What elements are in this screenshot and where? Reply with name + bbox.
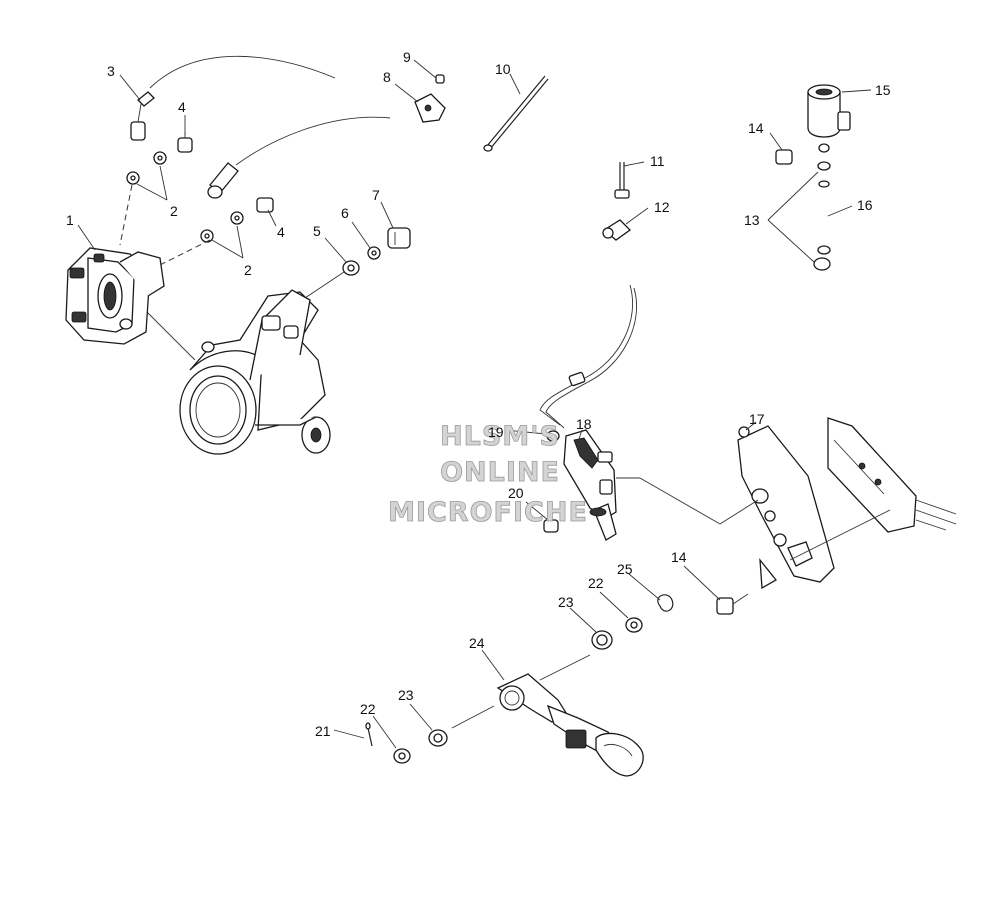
callout-4-lower: 4 (277, 224, 285, 240)
callout-3: 3 (107, 63, 115, 79)
callout-10: 10 (495, 61, 511, 77)
pedal-axis-line (451, 654, 591, 729)
part-16-reservoir-hose (817, 161, 831, 255)
master-cylinder-leader (616, 477, 759, 525)
part-25-clip (657, 594, 674, 612)
callout-18: 18 (576, 416, 592, 432)
callout-8: 8 (383, 69, 391, 85)
part-2-washers-upper (126, 151, 167, 185)
callout-6: 6 (341, 205, 349, 221)
watermark-line-2: ONLINE (440, 457, 560, 488)
part-5-washer (342, 260, 360, 276)
watermark: HLSM'S ONLINE MICROFICHE (388, 421, 588, 529)
callout-12: 12 (654, 199, 670, 215)
callout-25: 25 (617, 561, 633, 577)
callout-22-lower: 22 (360, 701, 376, 717)
part-11-bolt (614, 162, 630, 199)
watermark-line-3: MICROFICHE (388, 497, 588, 528)
part-7-bolt (387, 227, 411, 249)
watermark-line-1: HLSM'S (440, 421, 560, 452)
callout-4-upper: 4 (178, 99, 186, 115)
callout-19: 19 (488, 424, 504, 440)
callout-11: 11 (650, 153, 665, 169)
callout-2-lower: 2 (244, 262, 252, 278)
part-22-washer-lower (393, 748, 411, 764)
brake-hose-upper (149, 55, 391, 166)
part-24-brake-pedal (496, 673, 644, 777)
callout-14-lower: 14 (671, 549, 687, 565)
callout-5: 5 (313, 223, 321, 239)
callout-24: 24 (469, 635, 485, 651)
callout-17: 17 (749, 411, 765, 427)
callout-23-lower: 23 (398, 687, 414, 703)
part-8-hose-bracket (414, 93, 446, 123)
callout-20: 20 (508, 485, 524, 501)
part-12-banjo-fitting (602, 219, 632, 241)
callout-14-upper: 14 (748, 120, 764, 136)
part-21-cotter-pin (365, 722, 373, 747)
part-14-screw-lower (716, 593, 749, 615)
part-17-mounting-plate (737, 425, 835, 590)
part-10-long-bolt (483, 75, 549, 152)
part-22-washer-upper (625, 617, 643, 633)
hose-end-fitting (207, 162, 239, 199)
callout-13: 13 (744, 212, 760, 228)
part-19-fitting (546, 430, 560, 442)
callout-23-upper: 23 (558, 594, 574, 610)
part-4-bleeder-lower (256, 197, 274, 213)
part-23-bushing-upper (591, 630, 613, 650)
callout-9: 9 (403, 49, 411, 65)
callout-13-leaders (767, 171, 819, 263)
part-1-brake-caliper (65, 247, 165, 345)
callout-7: 7 (372, 187, 380, 203)
callout-numbers: 3 4 2 2 4 1 5 6 7 8 9 10 11 12 15 14 16 … (66, 49, 891, 739)
part-18-master-cylinder (563, 429, 617, 541)
callout-15: 15 (875, 82, 891, 98)
part-23-bushing-lower (428, 729, 448, 747)
callout-22-upper: 22 (588, 575, 604, 591)
callout-1: 1 (66, 212, 74, 228)
part-13-clamps (813, 257, 831, 271)
frame-bracket-right (789, 417, 957, 561)
callout-leaders (77, 59, 872, 749)
part-3-hose-fitting (130, 91, 155, 141)
callout-2-upper: 2 (170, 203, 178, 219)
part-15-fluid-reservoir (807, 84, 851, 153)
part-2-washers-lower (200, 211, 244, 243)
part-14-screw-upper (775, 149, 793, 165)
callout-16: 16 (857, 197, 873, 213)
brake-line-lower (539, 284, 638, 429)
callout-21: 21 (315, 723, 331, 739)
steering-knuckle-housing (179, 289, 331, 455)
part-9-screw (435, 74, 445, 84)
part-20-nut (543, 519, 559, 533)
part-6-lockwasher (367, 246, 381, 260)
